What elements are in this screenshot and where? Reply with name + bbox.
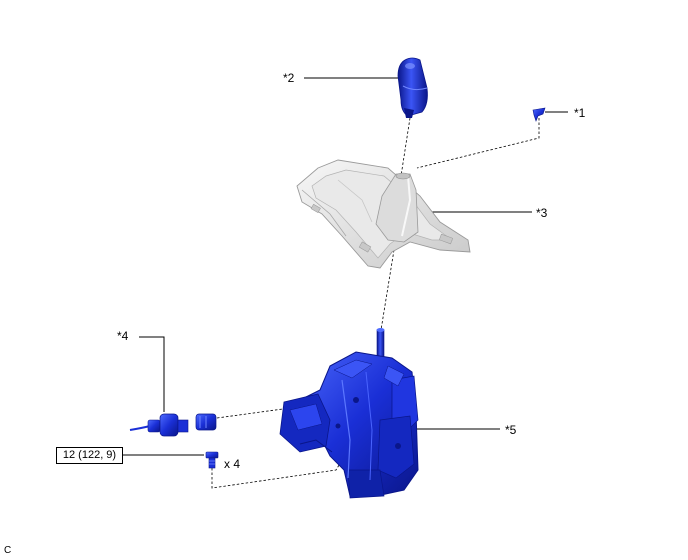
torque-spec-box: 12 (122, 9) [56,447,123,464]
shift-knob-part [397,57,428,118]
guide-knob-to-boot [400,117,411,177]
bolt-part [205,451,219,469]
clip-part [532,107,546,122]
leader-lines [123,77,568,456]
assembly-guide-lines [211,117,540,489]
shift-bezel-part [296,159,471,269]
bolt-quantity-label: x 4 [224,457,241,471]
leader-4 [139,336,165,412]
illustration-code: C [4,545,12,556]
callout-1-label: *1 [574,106,586,120]
callout-5-label: *5 [505,423,517,437]
guide-clip-to-bezel [416,118,540,169]
shift-lever-assembly-part [279,328,419,499]
torque-spec-text: 12 (122, 9) [62,449,117,461]
guide-connector-to-assembly [216,407,291,419]
cable-connector-part [129,413,217,437]
guide-bolt-to-assembly [211,451,348,489]
callout-3-label: *3 [536,206,548,220]
guide-bezel-to-shaft [380,249,395,331]
callout-4-label: *4 [117,329,129,343]
callout-2-label: *2 [283,71,295,85]
